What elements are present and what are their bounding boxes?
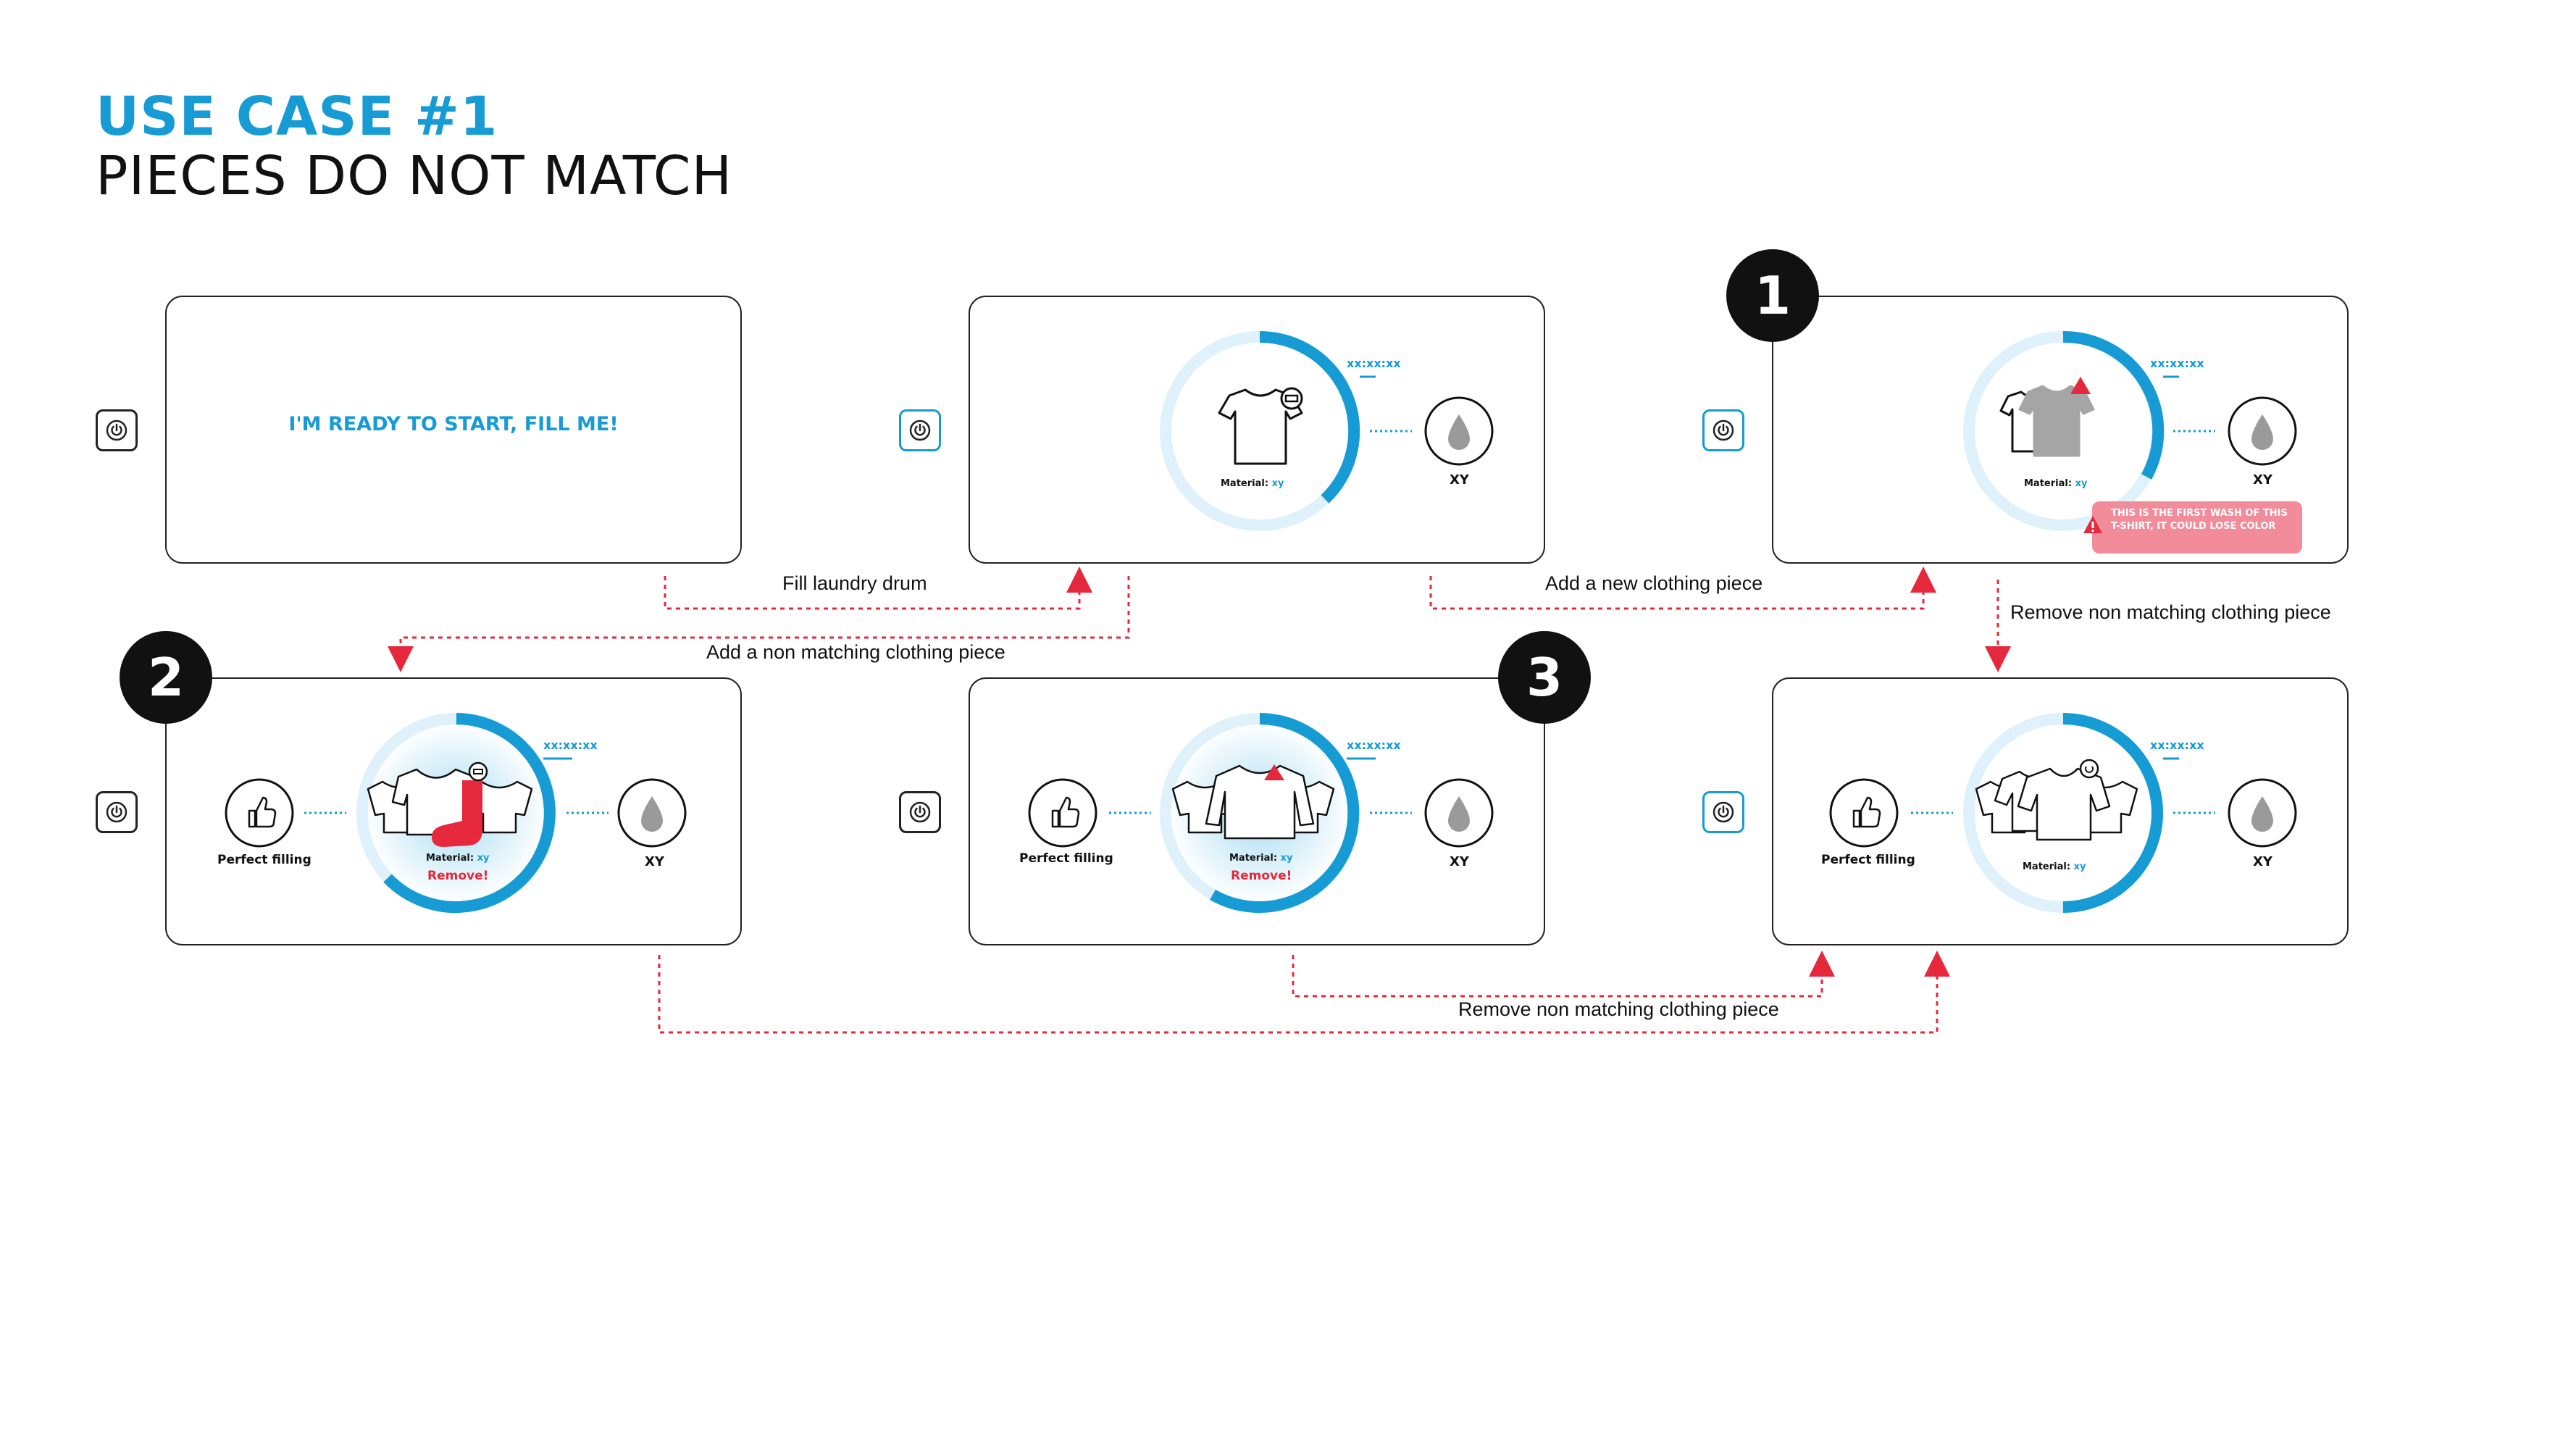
- step-badge-3: 3: [1498, 631, 1591, 724]
- material-value: xy: [1271, 478, 1284, 489]
- sock-icon: [432, 780, 482, 847]
- material-label: Material:: [1229, 853, 1278, 864]
- drum-graphic: [1829, 713, 2297, 913]
- water-drop-icon: [2251, 414, 2273, 450]
- water-drop-icon: [1448, 796, 1470, 832]
- screen-remove-sock: Perfect filling Material: xy Remove! xx:…: [165, 677, 742, 945]
- alert-icon: [2083, 516, 2102, 533]
- label-remove-non-matching-a: Remove non matching clothing piece: [2010, 601, 2331, 623]
- power-button[interactable]: [1702, 409, 1744, 451]
- step-badge-2: 2: [120, 631, 212, 724]
- label-fill-laundry-drum: Fill laundry drum: [782, 572, 927, 594]
- tag-icon: [1280, 387, 1303, 410]
- water-drop-icon: [1448, 414, 1470, 450]
- material-label: Material:: [1221, 478, 1269, 489]
- screen-matching-pieces: Perfect filling Material: xy xx:xx:xx XY: [1772, 677, 2349, 945]
- power-button[interactable]: [899, 409, 941, 451]
- drum-graphic: [1963, 330, 2297, 531]
- ready-message: I'M READY TO START, FILL ME!: [288, 413, 619, 435]
- drum-graphic: [225, 713, 687, 913]
- screen-first-piece: Material: xy xx:xx:xx XY: [969, 296, 1545, 564]
- drum-graphic: [1028, 713, 1494, 913]
- label-add-new-piece: Add a new clothing piece: [1545, 572, 1763, 594]
- drum-ring-progress: [2062, 713, 2163, 913]
- water-label: XY: [2253, 472, 2272, 488]
- power-button[interactable]: [899, 791, 941, 833]
- filling-feedback: Perfect filling: [1821, 853, 1915, 867]
- alert-icon: [2070, 377, 2091, 394]
- screen-remove-shirt: Perfect filling Material: xy Remove! xx:…: [969, 677, 1545, 945]
- thumbs-up-icon: [248, 796, 277, 828]
- alert-icon: [1264, 764, 1284, 780]
- water-label: XY: [2253, 854, 2272, 869]
- material-label: Material:: [2023, 861, 2071, 872]
- drum-ring-progress: [2062, 330, 2165, 480]
- connector-remove-b: [1292, 951, 1835, 998]
- power-button[interactable]: [96, 409, 138, 451]
- tshirt-pile-icon: [367, 768, 533, 836]
- screen-first-wash-warning: Material: xy xx:xx:xx XY THIS IS THE FIR…: [1772, 296, 2349, 564]
- tag-icon: [468, 761, 488, 782]
- time-remaining: xx:xx:xx: [2150, 738, 2204, 752]
- tshirt-pile-icon: [1171, 764, 1335, 840]
- material-value: xy: [2073, 861, 2086, 872]
- water-label: XY: [1450, 472, 1469, 488]
- power-icon: [909, 419, 931, 441]
- power-icon: [1713, 419, 1734, 441]
- use-case-title: USE CASE #1: [96, 85, 498, 148]
- material-label: Material:: [2024, 478, 2073, 489]
- water-label: XY: [645, 854, 664, 869]
- filling-feedback: Perfect filling: [1019, 851, 1113, 866]
- water-drop-icon: [641, 796, 663, 832]
- filling-feedback: Perfect filling: [217, 853, 311, 867]
- water-label: XY: [1450, 854, 1469, 869]
- material-value: xy: [1280, 853, 1293, 864]
- drum-graphic: [1160, 330, 1494, 531]
- use-case-subtitle: PIECES DO NOT MATCH: [96, 145, 733, 207]
- power-icon: [909, 801, 931, 823]
- time-remaining: xx:xx:xx: [1347, 738, 1401, 752]
- thumbs-up-icon: [1852, 796, 1881, 828]
- time-remaining: xx:xx:xx: [543, 738, 598, 752]
- connector-remove-c: [658, 951, 1950, 1034]
- material-label: Material:: [426, 853, 474, 864]
- first-wash-warning: THIS IS THE FIRST WASH OF THIS T-SHIRT, …: [2092, 501, 2302, 554]
- label-remove-non-matching-b: Remove non matching clothing piece: [1458, 998, 1779, 1020]
- connector-fill: [664, 567, 1092, 610]
- tag-icon: [2079, 759, 2099, 779]
- time-remaining: xx:xx:xx: [2150, 356, 2204, 370]
- time-remaining: xx:xx:xx: [1347, 356, 1401, 370]
- remove-prompt: Remove!: [427, 869, 489, 883]
- remove-prompt: Remove!: [1231, 869, 1292, 883]
- screen-ready: I'M READY TO START, FILL ME!: [165, 296, 742, 564]
- connector-add-new: [1429, 567, 1936, 610]
- drum-ring-progress: [1259, 330, 1360, 504]
- power-icon: [106, 419, 127, 441]
- power-button[interactable]: [1702, 791, 1744, 833]
- material-value: xy: [2075, 478, 2088, 489]
- connector-add-non-matching: [388, 576, 1130, 672]
- power-button[interactable]: [96, 791, 138, 833]
- material-value: xy: [477, 853, 490, 864]
- step-badge-1: 1: [1726, 249, 1819, 342]
- water-drop-icon: [2251, 796, 2273, 832]
- thumbs-up-icon: [1051, 796, 1080, 828]
- tshirt-pile-icon: [1975, 767, 2138, 841]
- label-add-non-matching-piece: Add a non matching clothing piece: [706, 641, 1005, 663]
- power-icon: [106, 801, 127, 823]
- power-icon: [1713, 801, 1734, 823]
- drum-ring-progress: [383, 713, 556, 913]
- drum-ring-progress: [1210, 713, 1360, 913]
